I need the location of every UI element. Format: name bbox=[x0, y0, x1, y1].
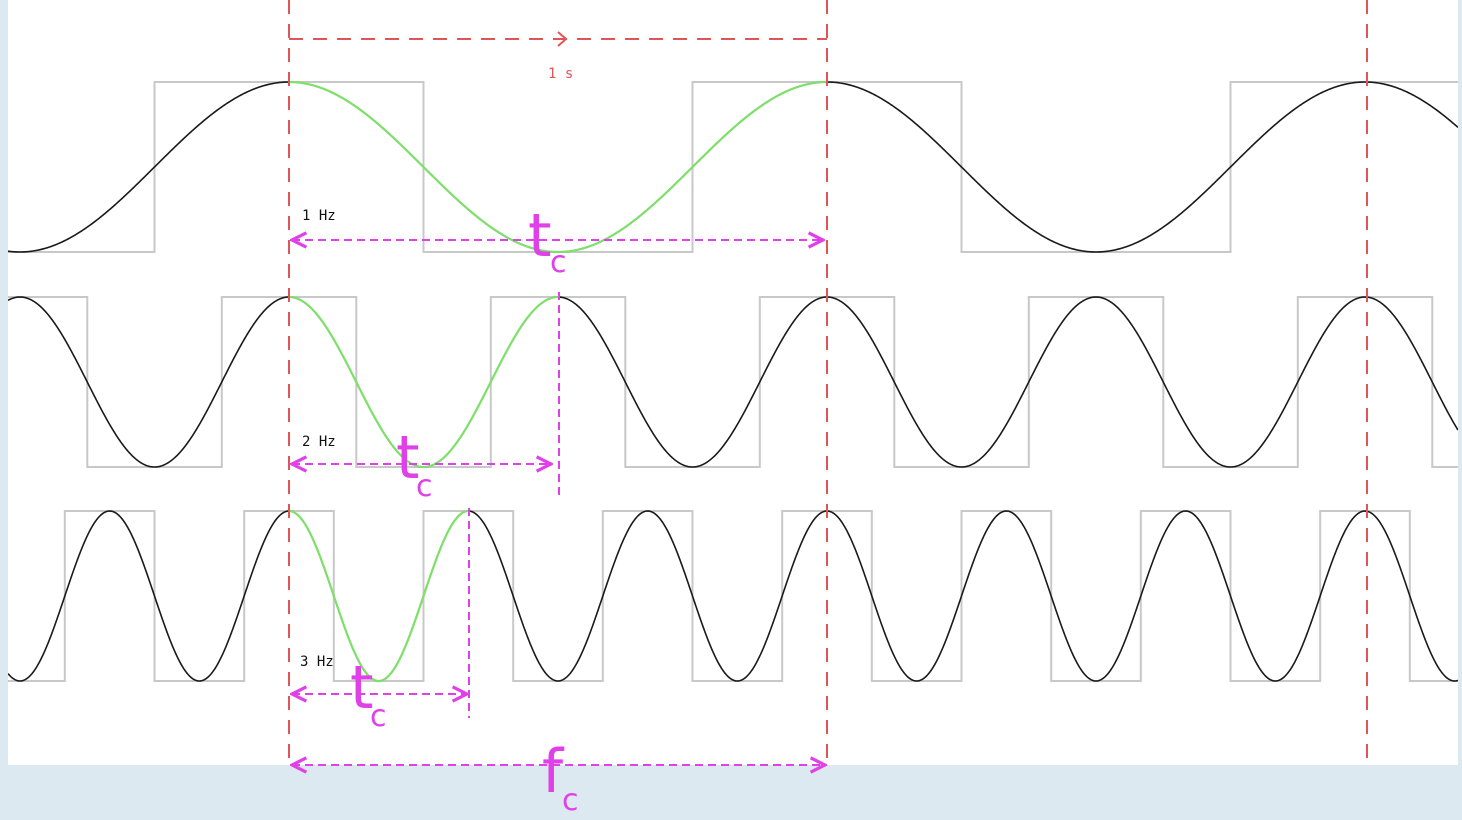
period-subscript-1hz: c bbox=[550, 245, 567, 280]
period-label: 1 s bbox=[548, 66, 573, 82]
waveforms-group bbox=[8, 80, 1458, 683]
period-symbols: t c t c t c f c bbox=[350, 201, 579, 818]
period-subscript-3hz: c bbox=[370, 699, 387, 734]
freq-label-1hz: 1 Hz bbox=[302, 208, 336, 224]
red-period-arrowhead bbox=[557, 31, 568, 47]
period-subscript-2hz: c bbox=[416, 469, 433, 504]
period-symbol-2hz: t bbox=[396, 423, 420, 493]
square-wave-2hz bbox=[8, 296, 1458, 468]
period-symbol-1hz: t bbox=[528, 201, 552, 271]
frequency-labels: 1 Hz 2 Hz 3 Hz bbox=[300, 208, 336, 670]
freq-label-2hz: 2 Hz bbox=[302, 434, 336, 450]
red-guide-lines: 1 s bbox=[288, 0, 1368, 760]
sine-wave-1hz bbox=[8, 81, 1458, 253]
freq-label-3hz: 3 Hz bbox=[300, 654, 334, 670]
sine-wave-2hz bbox=[8, 296, 1458, 468]
sine-wave-3hz bbox=[8, 510, 1458, 682]
period-symbol-3hz: t bbox=[350, 653, 374, 723]
magenta-annotations bbox=[292, 240, 825, 765]
square-wave-3hz bbox=[8, 510, 1458, 682]
highlighted-cycle-3hz bbox=[288, 509, 469, 683]
highlighted-cycle-1hz bbox=[288, 80, 828, 254]
square-wave-1hz bbox=[8, 81, 1458, 253]
frequency-symbol: f bbox=[542, 737, 565, 807]
frequency-subscript: c bbox=[562, 783, 579, 818]
